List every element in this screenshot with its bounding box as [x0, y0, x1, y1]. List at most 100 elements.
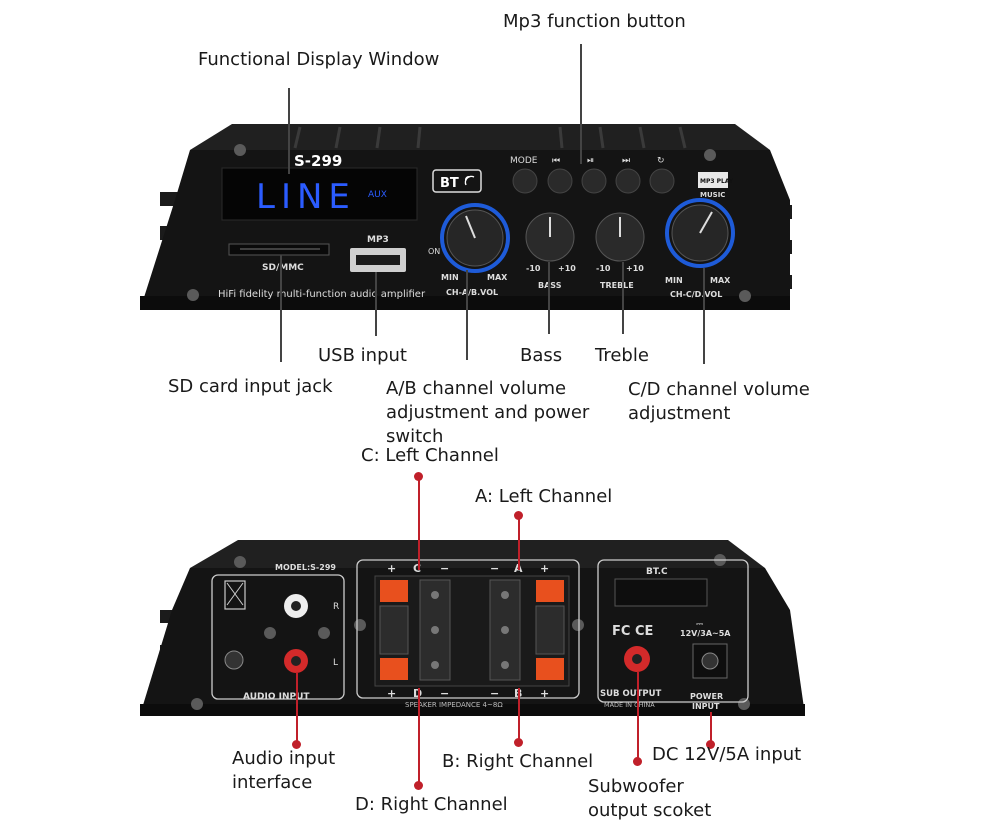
mode-button[interactable]	[512, 168, 538, 194]
screw-icon	[354, 619, 366, 631]
knob-bass	[525, 212, 575, 262]
power-spec: 12V/3A~5A	[680, 629, 731, 638]
sd-label: SD/MMC	[262, 263, 304, 273]
repeat-icon: ↻	[657, 156, 665, 166]
knob-treble-max: +10	[626, 264, 644, 273]
knob-treble	[595, 212, 645, 262]
power-box	[597, 559, 749, 703]
knob-treble-name: TREBLE	[600, 281, 634, 290]
l-label: L	[333, 658, 338, 668]
power-input-label-1: POWER	[690, 692, 723, 701]
play-button[interactable]	[581, 168, 607, 194]
r-label: R	[333, 602, 339, 612]
on-label: ON	[428, 247, 440, 256]
audio-input-label: AUDIO INPUT	[243, 692, 310, 702]
terminal-a-plus	[536, 580, 564, 602]
label-a-left: A: Left Channel	[475, 486, 613, 507]
callout-dot-a	[514, 511, 523, 520]
term-a-minus: −	[490, 562, 499, 575]
tagline: HiFi fidelity multi-function audio ampli…	[218, 289, 426, 300]
callout-line-audio	[296, 672, 298, 745]
callout-dot-sub	[633, 757, 642, 766]
prev-icon: ⏮	[552, 156, 560, 166]
screw-icon	[187, 289, 199, 301]
knob-ab-max: MAX	[487, 273, 508, 282]
dc-polarity-icon: ⎓	[696, 620, 703, 630]
screw-icon	[191, 698, 203, 710]
label-d-right: D: Right Channel	[355, 794, 508, 815]
terminal-b-plus	[536, 658, 564, 680]
screw-icon	[234, 556, 246, 568]
mp3-badge-bottom: MUSIC	[700, 191, 725, 199]
label-mp3-button: Mp3 function button	[503, 11, 686, 32]
callout-line-a	[518, 517, 520, 570]
term-c-plus: +	[387, 562, 396, 575]
term-d-plus: +	[387, 687, 396, 700]
knob-cd-volume	[665, 198, 735, 268]
label-b-right: B: Right Channel	[442, 751, 594, 772]
callout-line-c	[418, 478, 420, 570]
aux-jack	[224, 650, 244, 670]
callout-line-usb	[375, 272, 377, 336]
knob-ab-min: MIN	[441, 273, 459, 282]
sub-output-label: SUB OUTPUT	[600, 689, 662, 699]
knob-bass-min: -10	[526, 264, 541, 273]
callout-line-sub	[637, 672, 639, 760]
speaker-terminal-block	[356, 559, 580, 699]
next-button[interactable]	[615, 168, 641, 194]
label-dc-input: DC 12V/5A input	[652, 744, 802, 765]
label-bass: Bass	[520, 345, 563, 366]
callout-line-dc	[710, 712, 712, 742]
label-subwoofer: Subwoofer output scoket	[588, 776, 712, 821]
term-c-minus: −	[440, 562, 449, 575]
label-ab-volume: A/B channel volume adjustment and power …	[386, 378, 590, 447]
callout-dot-dc	[706, 740, 715, 749]
knob-cd-name: CH-C/D.VOL	[670, 290, 722, 299]
label-c-left: C: Left Channel	[361, 445, 499, 466]
mode-label: MODE	[510, 156, 538, 166]
rear-panel-device: MODEL:S-299 AUDIO INPUT R L + C − − A + …	[140, 540, 805, 716]
screw-icon	[739, 290, 751, 302]
play-pause-icon: ⏯	[587, 156, 594, 166]
callout-line-treble	[622, 262, 624, 334]
callout-line-display	[288, 88, 290, 174]
term-d-minus: −	[440, 687, 449, 700]
knob-cd-min: MIN	[665, 276, 683, 285]
term-c: C	[413, 562, 421, 575]
next-icon: ⏭	[622, 156, 630, 166]
knob-treble-min: -10	[596, 264, 611, 273]
term-a-plus: +	[540, 562, 549, 575]
weee-icon	[224, 580, 246, 610]
label-usb-input: USB input	[318, 345, 407, 366]
knob-bass-max: +10	[558, 264, 576, 273]
model-text: S-299	[294, 152, 342, 170]
label-cd-volume: C/D channel volume adjustment	[628, 379, 810, 424]
audio-input-box	[211, 574, 345, 700]
knob-ab-name: CH-A/B.VOL	[446, 288, 498, 297]
label-sd-card: SD card input jack	[168, 376, 333, 397]
display-sub: AUX	[368, 190, 387, 200]
term-b-minus: −	[490, 687, 499, 700]
knob-ab-volume	[440, 203, 510, 273]
made-in-label: MADE IN CHINA	[604, 701, 655, 709]
callout-line-d	[418, 688, 420, 783]
screw-icon	[738, 698, 750, 710]
impedance-label: SPEAKER IMPEDANCE 4~8Ω	[405, 701, 503, 709]
callout-dot-c	[414, 472, 423, 481]
top-cover	[190, 124, 770, 150]
terminal-d-plus	[380, 658, 408, 680]
callout-line-cd	[703, 268, 705, 364]
callout-dot-audio	[292, 740, 301, 749]
repeat-button[interactable]	[649, 168, 675, 194]
mp3-badge-top: MP3 PLAY	[700, 178, 734, 185]
power-input-label-2: INPUT	[692, 702, 720, 711]
callout-line-bass	[548, 262, 550, 334]
callout-line-mp3	[580, 44, 582, 164]
callout-line-sd	[280, 255, 282, 362]
signal-icon	[464, 175, 475, 186]
screw-icon	[704, 149, 716, 161]
prev-button[interactable]	[547, 168, 573, 194]
button-glyphs: ⏮ ⏯ ⏭ ↻	[552, 156, 665, 166]
fcc-ce-mark: FC CE	[612, 624, 653, 639]
